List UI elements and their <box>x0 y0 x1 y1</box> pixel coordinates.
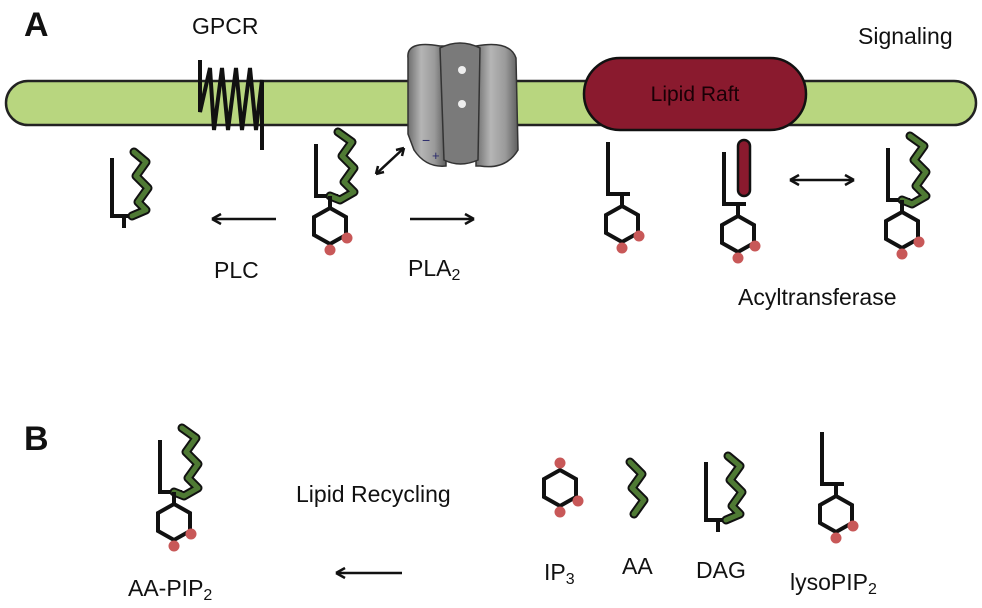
dag-label: DAG <box>696 557 746 583</box>
plc-label: PLC <box>214 257 259 283</box>
ip3-label: IP3 <box>544 559 575 588</box>
dag-molecule-b <box>706 456 742 532</box>
lysopip2-label: lysoPIP2 <box>790 569 877 598</box>
arrows-panel-a <box>211 146 855 580</box>
panel-label-a: A <box>24 6 49 44</box>
acyltransferase-label: Acyltransferase <box>738 284 897 310</box>
lipid-raft-label: Lipid Raft <box>651 83 740 106</box>
channel-double-arrow <box>375 147 405 175</box>
gpcr-receptor <box>198 60 264 150</box>
aa-molecule <box>630 462 644 514</box>
lipid-raft <box>582 56 808 132</box>
dag-molecule-a <box>112 152 148 228</box>
lysopip2-molecule-b <box>818 430 861 546</box>
aa-label: AA <box>622 553 653 579</box>
aa-pip2-molecule-a <box>314 132 354 256</box>
channel-minus-symbol: − <box>422 132 430 148</box>
raft-pip2-molecule-a <box>720 138 763 266</box>
channel-plus-symbol: + <box>432 148 440 163</box>
panel-label-b: B <box>24 420 49 458</box>
gpcr-label: GPCR <box>192 13 258 39</box>
pla2-label: PLA2 <box>408 255 460 284</box>
aa-pip2-molecule-b <box>158 428 198 552</box>
ip3-molecule <box>542 455 586 520</box>
aa-pip2-label: AA-PIP2 <box>128 575 212 604</box>
lysopip2-molecule-a <box>604 140 647 256</box>
ion-channel: − + <box>407 42 519 168</box>
lipid-recycling-label: Lipid Recycling <box>296 481 451 507</box>
signaling-label: Signaling <box>858 23 953 49</box>
aa-pip2-molecule-a2 <box>886 136 926 260</box>
